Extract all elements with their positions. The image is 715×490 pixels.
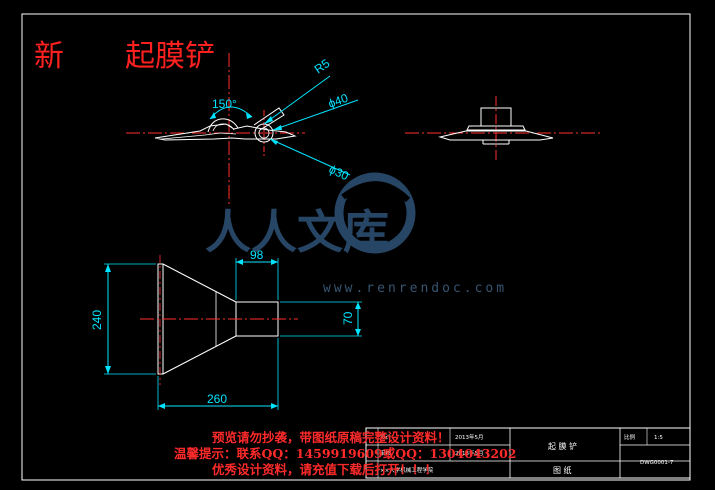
tb-date2: 2013年5月 xyxy=(455,449,484,457)
tb-designer: 设计 xyxy=(380,433,392,441)
dim-phi30: ϕ30 xyxy=(327,162,351,183)
bottom-view: 240 98 70 260 xyxy=(90,248,362,410)
download-notice: 预览请勿抄袭，带图纸原稿完整设计资料！ 温馨提示：联系QQ：1459919609… xyxy=(174,430,517,477)
tb-date1: 2013年5月 xyxy=(455,433,484,441)
dim-r5: R5 xyxy=(312,56,333,76)
drawing-frame xyxy=(21,13,691,481)
side-view xyxy=(405,96,600,160)
title-new: 新 xyxy=(34,39,64,74)
tb-material: 图 纸 xyxy=(553,465,572,475)
tb-school: ××大学机械工程学院 xyxy=(380,466,434,474)
title-block: 设计 2013年5月 审核 2013年5月 ××大学机械工程学院 起 膜 铲 图… xyxy=(365,427,691,479)
dim-98: 98 xyxy=(250,248,264,262)
watermark: 人人文库 www.renrendoc.com xyxy=(205,172,507,296)
dim-240: 240 xyxy=(90,310,104,330)
tb-drawing-no: DWG0001-7 xyxy=(640,460,674,466)
dim-phi40: ϕ40 xyxy=(326,91,350,111)
tb-checker: 审核 xyxy=(380,449,392,457)
title-part-name: 起膜铲 xyxy=(125,39,215,74)
watermark-url: www.renrendoc.com xyxy=(323,281,507,296)
tb-scale-value: 1:5 xyxy=(654,435,663,441)
notice-line-2: 温馨提示：联系QQ：1459919609或QQ：1304043202 xyxy=(174,446,517,461)
front-view: 150° R5 ϕ40 ϕ30 xyxy=(126,53,359,205)
dim-angle-150: 150° xyxy=(212,97,237,111)
notice-line-3: 优秀设计资料，请充值下载后打开！！！ xyxy=(212,462,437,477)
watermark-chinese: 人人文库 xyxy=(205,205,389,259)
tb-part-name: 起 膜 铲 xyxy=(548,441,577,451)
dim-260: 260 xyxy=(207,392,227,406)
notice-line-1: 预览请勿抄袭，带图纸原稿完整设计资料！ xyxy=(212,430,450,445)
dim-70: 70 xyxy=(341,311,355,325)
tb-scale-label: 比例 xyxy=(624,433,636,441)
